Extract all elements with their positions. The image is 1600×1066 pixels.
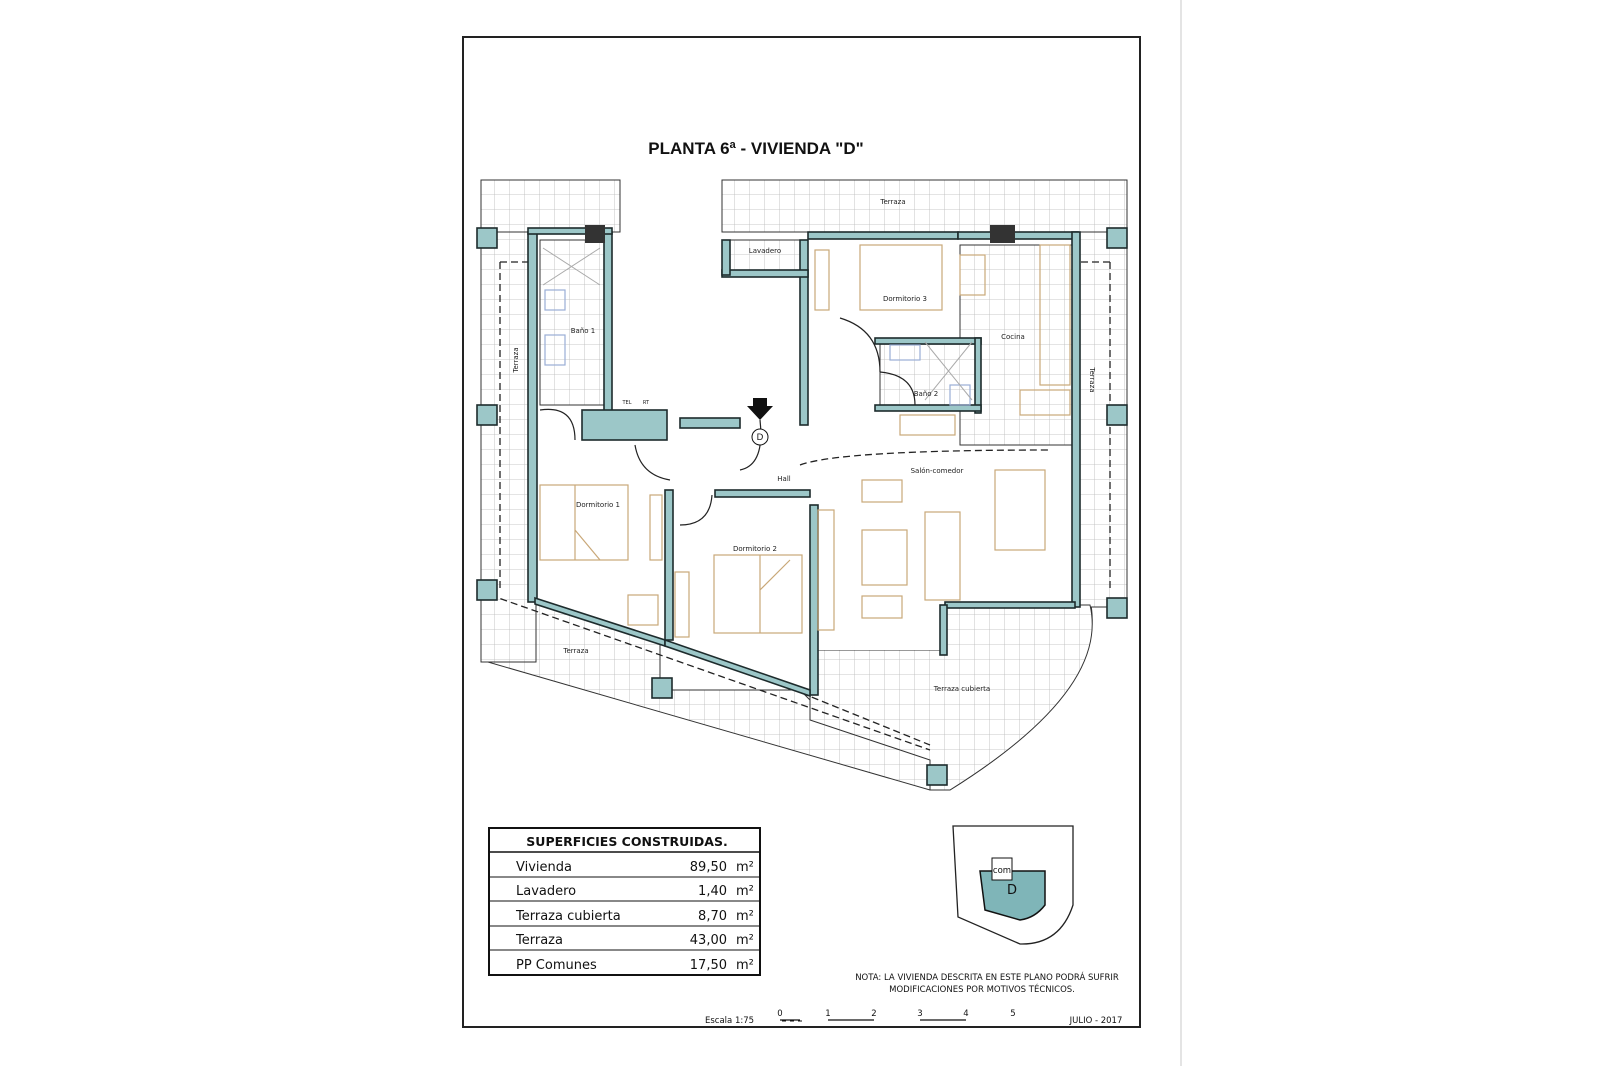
furniture xyxy=(539,244,1071,638)
key-plan-com: com xyxy=(993,866,1011,876)
svg-text:4: 4 xyxy=(963,1009,968,1019)
surface-value: 43,00 xyxy=(690,933,727,948)
surface-unit: m² xyxy=(736,884,754,899)
surface-value: 1,40 xyxy=(698,884,727,899)
dashed-outlines xyxy=(489,261,1111,751)
label-dormitorio1: Dormitorio 1 xyxy=(576,501,620,509)
bano1-floor xyxy=(539,239,611,406)
terraces xyxy=(480,179,1128,791)
note-line-2: MODIFICACIONES POR MOTIVOS TÉCNICOS. xyxy=(889,983,1075,995)
svg-text:D: D xyxy=(757,433,764,443)
label-hall: Hall xyxy=(777,475,790,483)
surfaces-table: SUPERFICIES CONSTRUIDAS. Vivienda 89,50 … xyxy=(488,827,761,976)
label-terraza-right: Terraza xyxy=(1088,366,1096,392)
label-salon-comedor: Salón-comedor xyxy=(911,467,964,475)
svg-text:5: 5 xyxy=(1010,1009,1015,1019)
surfaces-header: SUPERFICIES CONSTRUIDAS. xyxy=(526,834,727,849)
label-bano2: Baño 2 xyxy=(914,390,939,398)
surface-value: 17,50 xyxy=(690,958,727,973)
surface-unit: m² xyxy=(736,909,754,924)
svg-text:1: 1 xyxy=(825,1009,830,1019)
lavadero-floor xyxy=(729,239,801,276)
surface-label: Lavadero xyxy=(516,884,576,899)
surface-unit: m² xyxy=(736,958,754,973)
label-dormitorio2: Dormitorio 2 xyxy=(733,545,777,553)
label-tel: TEL xyxy=(622,400,632,406)
key-plan-unit: D xyxy=(1007,883,1017,898)
label-terraza-left: Terraza xyxy=(512,347,520,373)
svg-text:0: 0 xyxy=(777,1009,782,1019)
entrance-marker xyxy=(751,428,769,446)
label-cocina: Cocina xyxy=(1001,333,1025,341)
sheet-frame xyxy=(462,36,1141,1028)
label-terraza-bottom: Terraza xyxy=(562,647,588,655)
surface-value: 89,50 xyxy=(690,860,727,875)
note-line-1: NOTA: LA VIVIENDA DESCRITA EN ESTE PLANO… xyxy=(855,971,1119,983)
label-lavadero: Lavadero xyxy=(749,247,781,255)
surface-unit: m² xyxy=(736,860,754,875)
surface-label: Terraza xyxy=(515,933,563,948)
surface-label: PP Comunes xyxy=(516,958,597,973)
surface-label: Terraza cubierta xyxy=(515,909,621,924)
label-terraza-cubierta: Terraza cubierta xyxy=(933,685,990,693)
surface-value: 8,70 xyxy=(698,909,727,924)
plan-title: PLANTA 6ª - VIVIENDA "D" xyxy=(648,139,863,158)
surface-label: Vivienda xyxy=(516,860,572,875)
entrance-arrow-icon xyxy=(747,398,773,420)
walls xyxy=(476,225,1128,786)
plan-date: JULIO - 2017 xyxy=(1069,1016,1123,1026)
key-plan: com D xyxy=(952,825,1074,945)
scale-bar: Escala 1:75 0 1 2 3 4 5 xyxy=(705,1009,1016,1026)
label-terraza-top: Terraza xyxy=(879,198,905,206)
surface-unit: m² xyxy=(736,933,754,948)
label-rt: RT xyxy=(643,400,650,406)
label-bano1: Baño 1 xyxy=(571,327,596,335)
door-swings xyxy=(539,317,916,526)
label-dormitorio3: Dormitorio 3 xyxy=(883,295,927,303)
svg-text:2: 2 xyxy=(871,1009,876,1019)
scale-label: Escala 1:75 xyxy=(705,1016,754,1026)
svg-text:3: 3 xyxy=(917,1009,922,1019)
